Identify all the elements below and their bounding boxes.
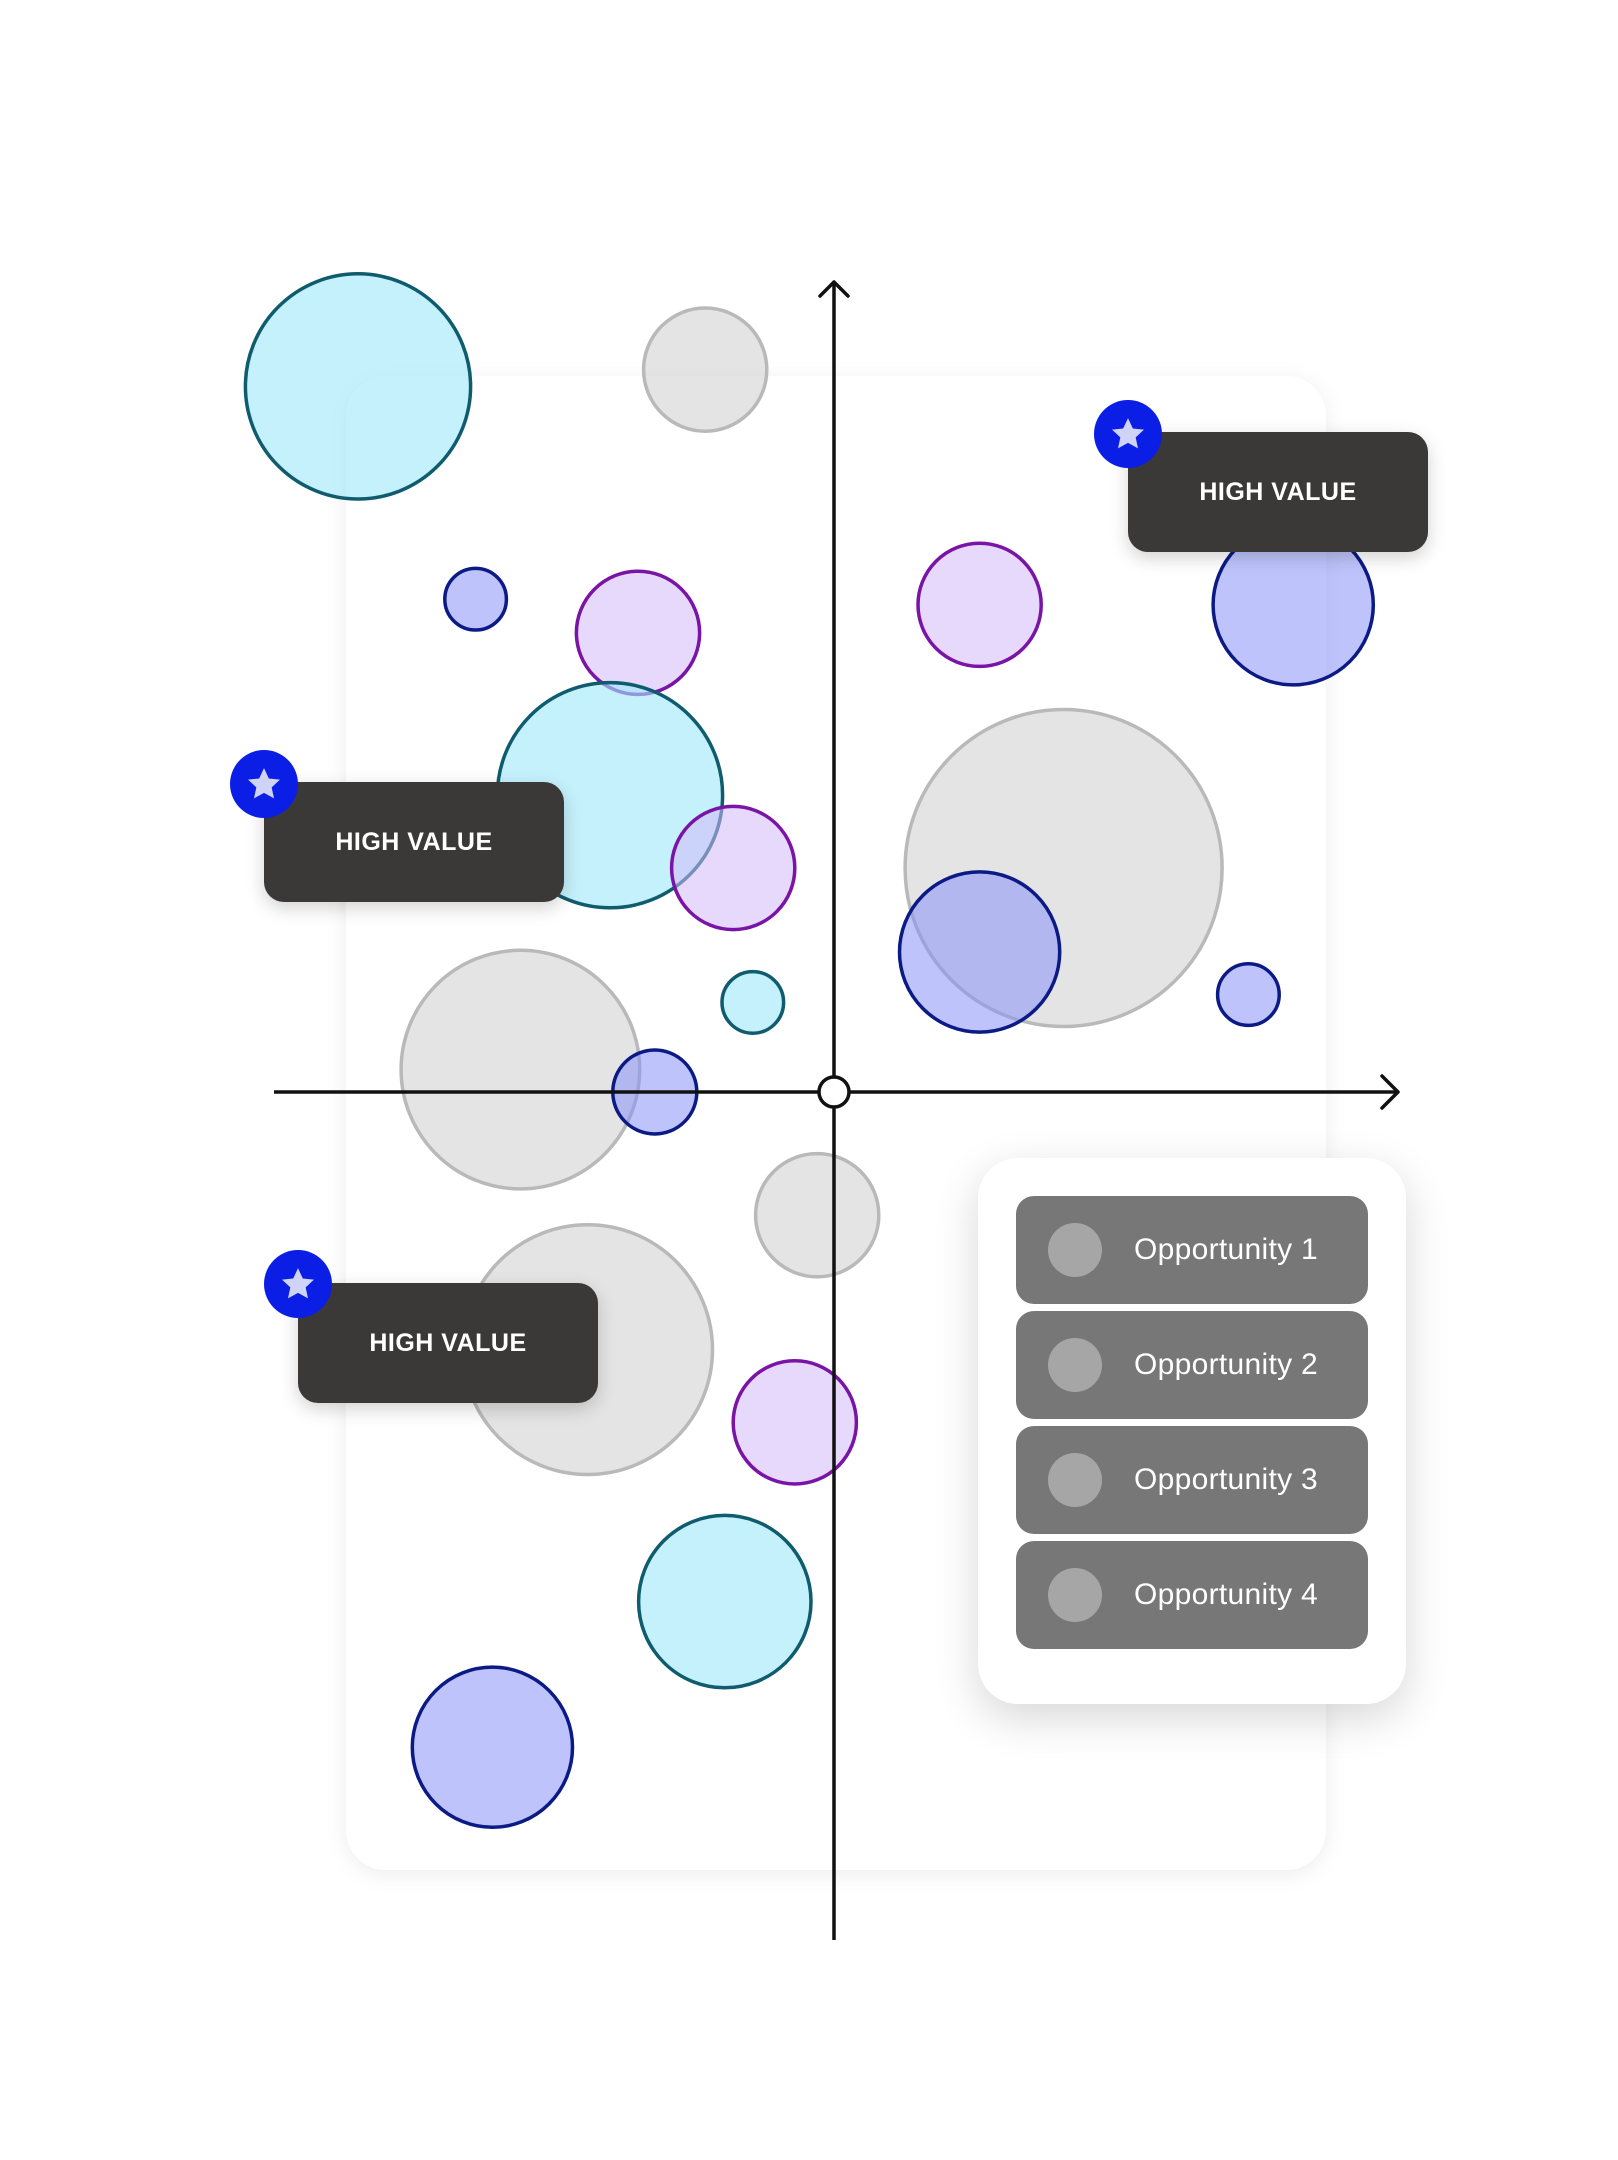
- bubble-gray-8[interactable]: [399, 948, 642, 1191]
- bubble-blue-19[interactable]: [410, 1665, 575, 1830]
- bubble-purple-10[interactable]: [916, 541, 1043, 669]
- legend-card: Opportunity 1 Opportunity 2 Opportunity …: [978, 1158, 1406, 1704]
- bubble-gray-2[interactable]: [641, 306, 769, 433]
- legend-item-opportunity-3[interactable]: Opportunity 3: [1016, 1426, 1368, 1534]
- legend-label: Opportunity 1: [1134, 1233, 1319, 1266]
- high-value-label: HIGH VALUE: [1199, 477, 1357, 506]
- legend-dot-icon: [1048, 1568, 1102, 1622]
- y-axis-arrow-icon: [818, 280, 850, 298]
- star-icon: [1094, 400, 1162, 468]
- bubble-cyan-18[interactable]: [636, 1513, 813, 1690]
- legend-item-opportunity-1[interactable]: Opportunity 1: [1016, 1196, 1368, 1304]
- star-icon: [230, 750, 298, 818]
- high-value-label: HIGH VALUE: [335, 827, 493, 856]
- high-value-tag: HIGH VALUE: [298, 1283, 598, 1403]
- legend-dot-icon: [1048, 1453, 1102, 1507]
- bubble-blue-3[interactable]: [443, 566, 509, 632]
- high-value-tag: HIGH VALUE: [1128, 432, 1428, 552]
- bubble-blue-14[interactable]: [1215, 962, 1281, 1028]
- bubble-purple-6[interactable]: [669, 804, 797, 932]
- legend-dot-icon: [1048, 1223, 1102, 1277]
- bubble-gray-15[interactable]: [753, 1151, 881, 1279]
- bubble-cyan-1[interactable]: [243, 272, 473, 501]
- star-icon: [264, 1250, 332, 1318]
- legend-item-opportunity-2[interactable]: Opportunity 2: [1016, 1311, 1368, 1419]
- bubble-cyan-7[interactable]: [720, 969, 786, 1035]
- legend-label: Opportunity 2: [1134, 1348, 1319, 1381]
- bubble-blue-13[interactable]: [897, 870, 1062, 1034]
- origin-marker: [817, 1075, 851, 1109]
- legend-label: Opportunity 3: [1134, 1463, 1319, 1496]
- high-value-label: HIGH VALUE: [369, 1328, 527, 1357]
- high-value-tag: HIGH VALUE: [264, 782, 564, 902]
- x-axis-arrow-icon: [1380, 1074, 1400, 1110]
- legend-item-opportunity-4[interactable]: Opportunity 4: [1016, 1541, 1368, 1649]
- axes: [274, 280, 1400, 1940]
- bubble-purple-4[interactable]: [574, 569, 702, 697]
- legend-label: Opportunity 4: [1134, 1578, 1319, 1611]
- legend-dot-icon: [1048, 1338, 1102, 1392]
- bubble-purple-17[interactable]: [731, 1359, 859, 1486]
